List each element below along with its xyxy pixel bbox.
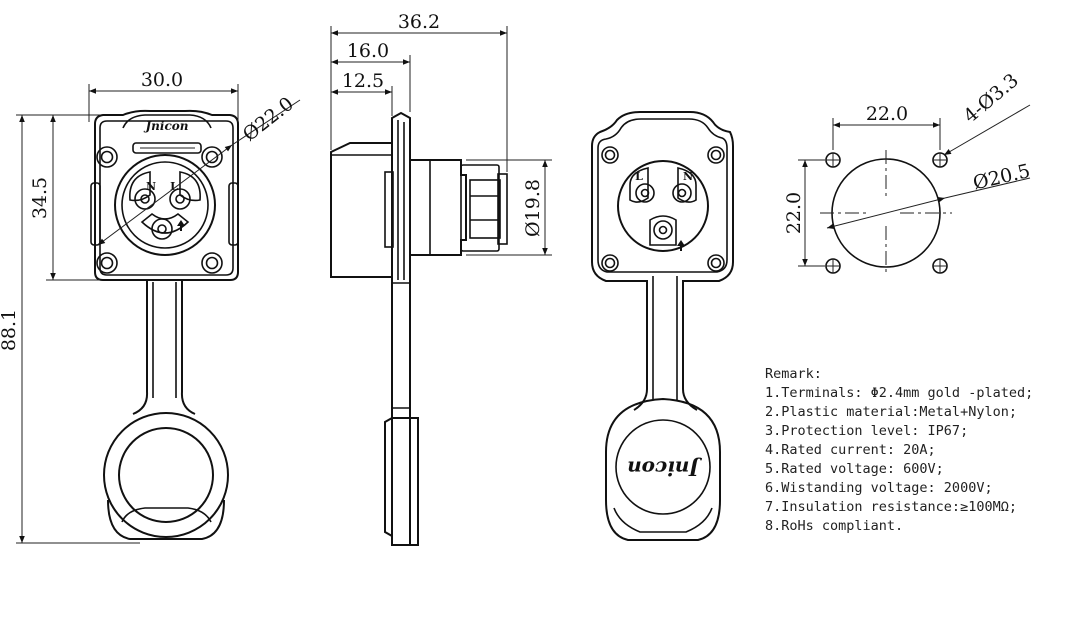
- pin-label-n-rear: N: [683, 170, 693, 183]
- dim-cutout-spacing-h: 22.0: [866, 103, 908, 125]
- front-tether: [132, 280, 196, 415]
- side-flange: [391, 111, 411, 546]
- front-flange: [94, 109, 239, 281]
- remark-item-6: 6.Wistanding voltage: 2000V;: [765, 480, 993, 496]
- remark-item-2: 2.Plastic material:Metal+Nylon;: [765, 404, 1017, 420]
- remark-item-5: 5.Rated voltage: 600V;: [765, 461, 944, 477]
- side-dimensions: 36.2 16.0 12.5 Ø19.8: [330, 11, 552, 256]
- dim-side-overall: 36.2: [398, 11, 440, 33]
- front-view: Jnicon N L: [90, 109, 239, 540]
- rear-socket: [617, 160, 709, 252]
- remark-item-8: 8.RoHs compliant.: [765, 518, 903, 534]
- rear-cap: [605, 397, 721, 541]
- dim-mount-holes: 4-Ø3.3: [959, 69, 1022, 127]
- front-cap-ring: [103, 412, 229, 538]
- brand-logo-front: Jnicon: [144, 119, 189, 133]
- dim-cutout-diameter: Ø20.5: [971, 160, 1032, 194]
- front-socket: [114, 154, 216, 256]
- side-nose: [409, 159, 467, 256]
- dim-cutout-spacing-v: 22.0: [783, 192, 805, 234]
- pin-label-n-front: N: [146, 180, 156, 193]
- dim-side-12: 12.5: [342, 70, 384, 92]
- dim-front-width: 30.0: [141, 69, 183, 91]
- remark-item-3: 3.Protection level: IP67;: [765, 423, 968, 439]
- side-view: [330, 111, 508, 546]
- rear-mount-holes: [601, 146, 725, 272]
- dim-side-diameter: Ø19.8: [522, 179, 544, 237]
- dim-side-16: 16.0: [347, 40, 389, 62]
- remarks-block: Remark: 1.Terminals: Φ2.4mm gold -plated…: [765, 366, 1033, 534]
- side-rear-body: [330, 142, 393, 278]
- rear-view: L N Jnicon: [591, 111, 734, 541]
- side-cap: [384, 417, 419, 546]
- dim-front-height: 34.5: [29, 177, 51, 219]
- dim-total-height: 88.1: [0, 309, 20, 351]
- remarks-title: Remark:: [765, 366, 822, 382]
- brand-logo-rear: Jnicon: [627, 457, 703, 481]
- dim-front-diameter: Ø22.0: [239, 93, 298, 146]
- cutout-dimensions: 22.0 22.0 4-Ø3.3 Ø20.5: [783, 69, 1032, 267]
- front-dimensions: 30.0 34.5 88.1 Ø22.0: [0, 69, 301, 544]
- remark-item-7: 7.Insulation resistance:≥100MΩ;: [765, 499, 1017, 515]
- ground-symbol-rear: [677, 240, 685, 251]
- remark-item-4: 4.Rated current: 20A;: [765, 442, 936, 458]
- remark-item-1: 1.Terminals: Φ2.4mm gold -plated;: [765, 385, 1033, 401]
- pin-label-l-rear: L: [635, 170, 643, 183]
